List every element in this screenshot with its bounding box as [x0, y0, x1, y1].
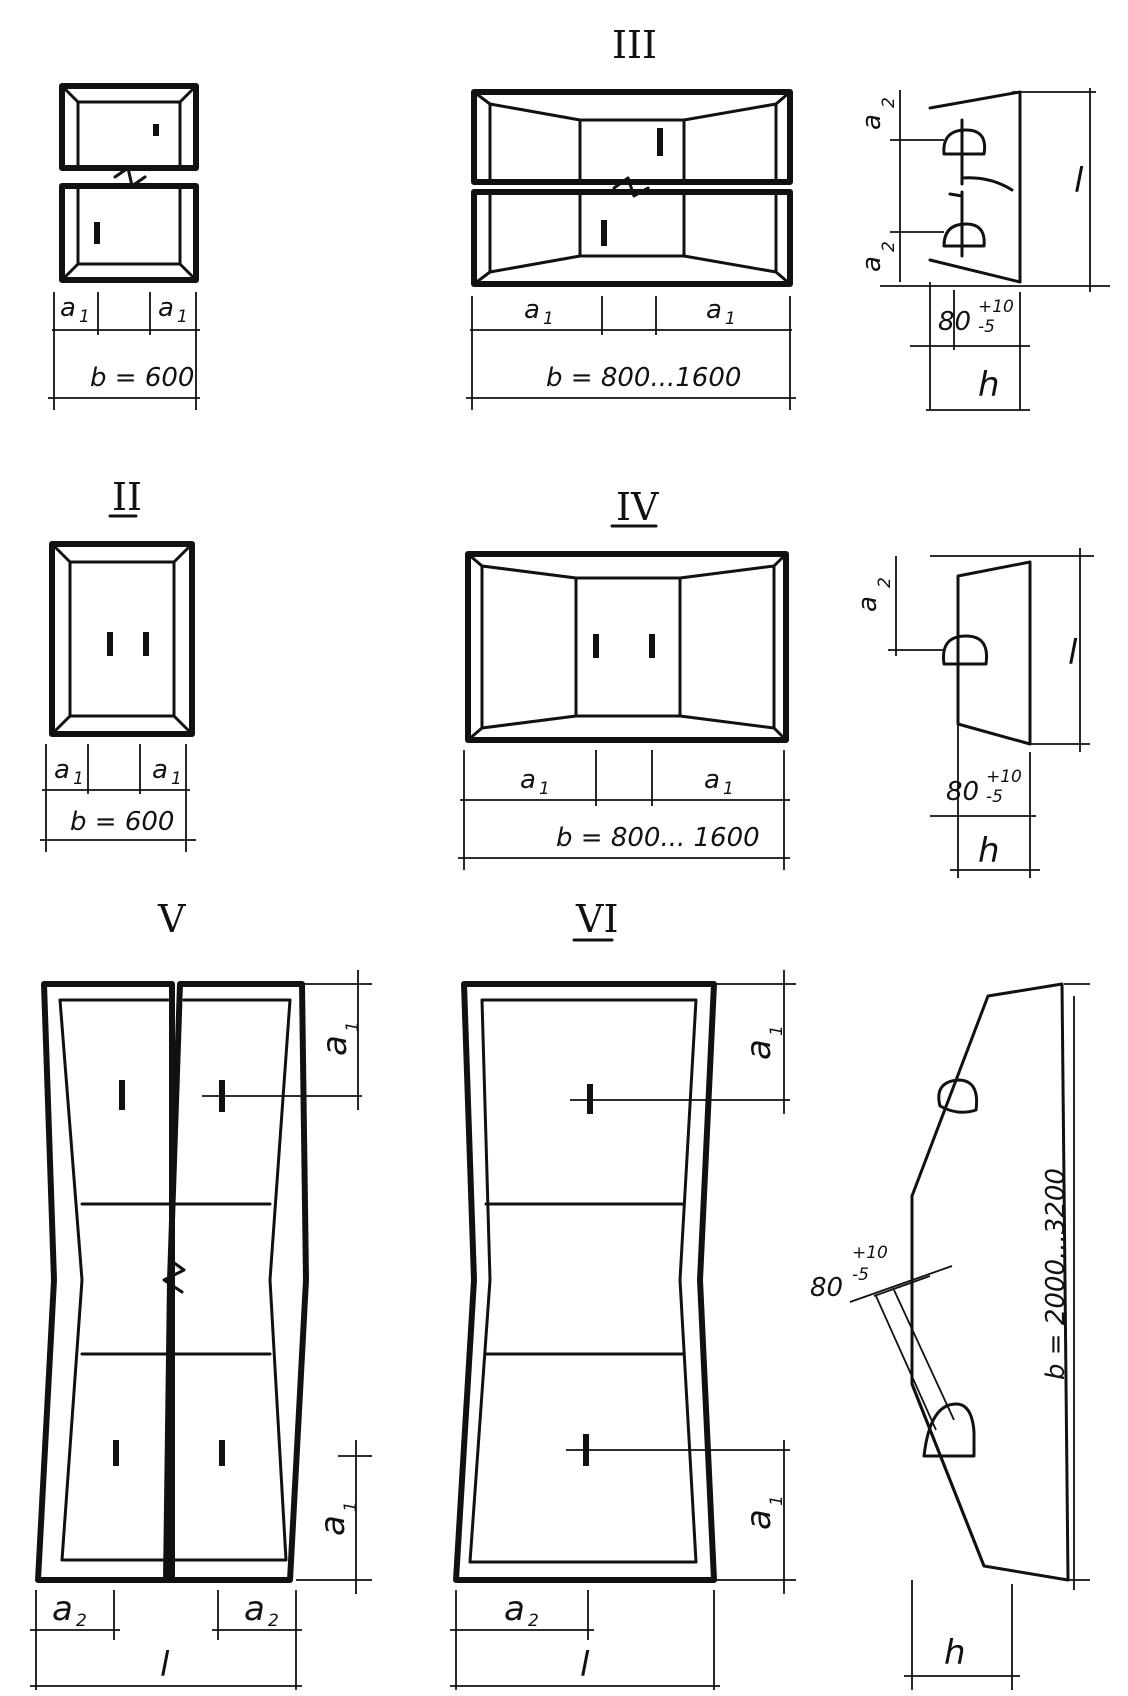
dim-ii-a1-right: a — [152, 755, 168, 785]
panel-iv: IV a 1 a 1 b = 800... 1600 — [458, 485, 790, 870]
tol-bottom-base: 80 — [810, 1273, 843, 1303]
dim-iii-a1-left: a — [524, 295, 540, 325]
panel-iii: III a 1 a 1 b = 800...1600 — [466, 23, 796, 410]
dim-iv-a1-left-sub: 1 — [539, 779, 550, 799]
dim-ii-a1-left-sub: 1 — [73, 769, 84, 789]
side-view-top: a 2 a 2 l 80 +10 -5 h — [857, 88, 1110, 411]
tol-middle-minus: -5 — [986, 787, 1003, 807]
dim-v-a1-bottom-sub: 1 — [341, 1501, 361, 1512]
tol-top-minus: -5 — [978, 317, 995, 337]
dim-v-a1-top: a — [315, 1035, 355, 1056]
dim-vi-a2-sub: 2 — [528, 1611, 539, 1631]
dim-a2-bottom: a — [857, 256, 887, 272]
dim-a1-right: a — [158, 293, 174, 323]
dim-a2-top-sub: 2 — [879, 97, 899, 108]
dim-l-middle: l — [1068, 633, 1078, 673]
tol-top-base: 80 — [938, 307, 971, 337]
dim-vi-a2: a — [504, 1589, 525, 1629]
dim-iii-a1-right-sub: 1 — [725, 309, 736, 329]
panel-i: a 1 a 1 b = 600 — [48, 83, 200, 410]
side-view-middle: a 2 l 80 +10 -5 h — [853, 548, 1094, 878]
dim-iii-a1-right: a — [706, 295, 722, 325]
dim-a1-right-sub: 1 — [177, 307, 188, 327]
dim-vi-l: l — [580, 1645, 590, 1685]
dim-b-2000-3200: b = 2000...3200 — [1041, 1168, 1071, 1380]
dim-l-top: l — [1074, 161, 1084, 201]
dim-iv-a1-right-sub: 1 — [723, 779, 734, 799]
title-iii: III — [612, 23, 657, 67]
dim-a2-top: a — [857, 114, 887, 130]
tol-top-plus: +10 — [978, 297, 1014, 317]
dim-v-a2-right-sub: 2 — [268, 1611, 279, 1631]
dim-vi-a1-top: a — [739, 1039, 779, 1060]
dim-vi-a1-bottom: a — [739, 1509, 779, 1530]
dim-v-a2-left: a — [52, 1589, 73, 1629]
tol-middle-plus: +10 — [986, 767, 1022, 787]
dim-a2-bottom-sub: 2 — [879, 241, 899, 252]
tol-bottom-minus: -5 — [852, 1265, 869, 1285]
dim-v-a2-right: a — [244, 1589, 265, 1629]
dim-h-middle: h — [978, 831, 1000, 871]
title-ii: II — [112, 475, 142, 519]
dim-b-800-1600-iv: b = 800... 1600 — [556, 823, 760, 853]
dim-ii-b-600: b = 600 — [70, 807, 174, 837]
dim-v-a1-top-sub: 1 — [343, 1021, 363, 1032]
panel-ii: II a 1 a 1 b = 600 — [40, 475, 196, 852]
dim-a2-middle-sub: 2 — [875, 577, 895, 588]
dim-a2-middle: a — [853, 596, 883, 612]
dim-v-a1-bottom: a — [313, 1515, 353, 1536]
dim-v-l: l — [160, 1645, 170, 1685]
dim-b-600: b = 600 — [90, 363, 194, 393]
dim-a1-left: a — [60, 293, 76, 323]
tol-bottom-plus: +10 — [852, 1243, 888, 1263]
dim-b-800-1600: b = 800...1600 — [546, 363, 741, 393]
dim-iii-a1-left-sub: 1 — [543, 309, 554, 329]
dim-ii-a1-left: a — [54, 755, 70, 785]
panel-v: V a 1 a 1 a 2 a 2 l — [30, 897, 372, 1690]
dim-vi-a1-top-sub: 1 — [767, 1025, 787, 1036]
title-vi: VI — [575, 897, 618, 941]
title-v: V — [157, 897, 186, 941]
panel-vi: VI a 1 a 1 a 2 l — [450, 897, 796, 1690]
dim-ii-a1-right-sub: 1 — [171, 769, 182, 789]
title-iv: IV — [616, 485, 659, 529]
tol-middle-base: 80 — [946, 777, 979, 807]
dim-iv-a1-right: a — [704, 765, 720, 795]
dim-h-top: h — [978, 365, 1000, 405]
side-view-bottom: b = 2000...3200 80 +10 -5 h — [810, 982, 1090, 1690]
dim-vi-a1-bottom-sub: 1 — [767, 1495, 787, 1506]
dim-a1-left-sub: 1 — [79, 307, 90, 327]
dim-h-bottom: h — [944, 1633, 966, 1673]
dim-v-a2-left-sub: 2 — [76, 1611, 87, 1631]
dim-iv-a1-left: a — [520, 765, 536, 795]
